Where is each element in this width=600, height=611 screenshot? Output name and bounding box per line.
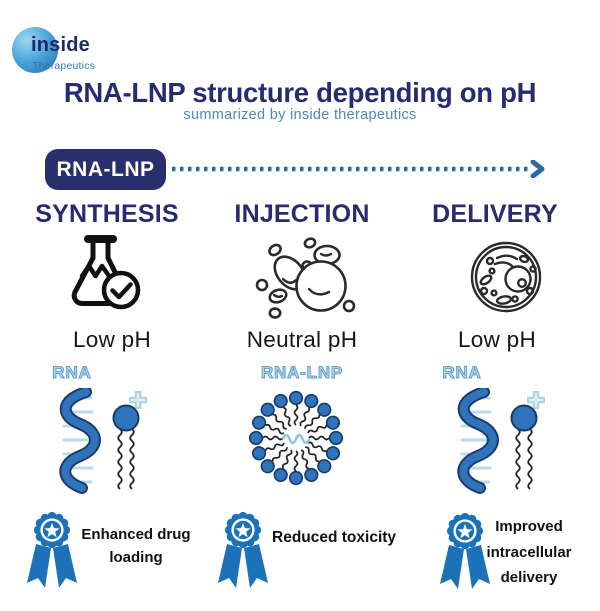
rna-squiggle-icon — [281, 433, 311, 445]
flask-check-icon — [71, 235, 141, 310]
molecule-label-rna-right: RNA — [442, 363, 482, 383]
award-ribbon-icon — [218, 511, 268, 588]
benefit-text-synthesis: Enhanced drug loading — [81, 526, 191, 567]
molecule-label-rna-lnp: RNA-LNP — [260, 363, 344, 383]
stage-heading-synthesis: SYNTHESIS — [35, 200, 179, 228]
rna-helix-and-lipid-diagram-left — [50, 388, 160, 506]
stage-heading-delivery: DELIVERY — [432, 200, 558, 228]
stage-heading-injection: INJECTION — [234, 200, 370, 228]
rna-helix-and-lipid-diagram-right — [448, 388, 558, 506]
logo: inside Therapeutics — [0, 0, 140, 80]
benefit-text-injection: Reduced toxicity — [272, 529, 397, 546]
logo-wordmark: inside — [31, 34, 90, 56]
logo-sphere-icon — [12, 27, 58, 73]
dotted-arrow-icon — [172, 160, 545, 178]
logo-tagline: Therapeutics — [32, 60, 96, 72]
molecule-label-rna-left: RNA — [52, 363, 92, 383]
ph-label-injection: Neutral pH — [246, 327, 358, 352]
page-subtitle: summarized by inside therapeutics — [183, 107, 417, 123]
blood-cells-icon — [255, 237, 356, 319]
benefit-text-delivery: Improved intracellular delivery — [486, 518, 572, 586]
rna-lnp-pill: RNA-LNP — [45, 149, 166, 190]
ph-label-synthesis: Low pH — [72, 327, 152, 352]
page-title: RNA-LNP structure depending on pH — [63, 77, 537, 108]
cell-icon — [470, 241, 542, 313]
award-ribbon-icon — [27, 511, 77, 588]
lnp-particle-diagram — [248, 390, 344, 486]
ph-label-delivery: Low pH — [457, 327, 537, 352]
